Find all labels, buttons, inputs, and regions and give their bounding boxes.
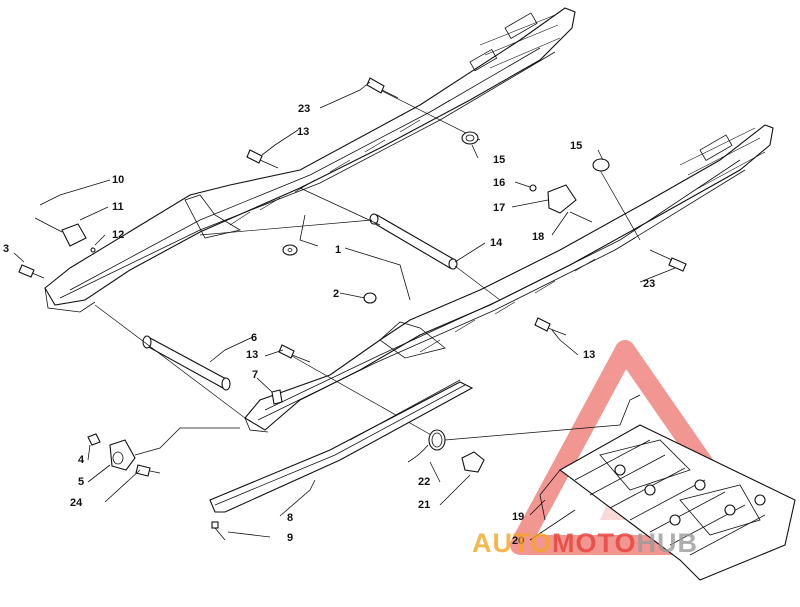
svg-text:AUTOMOTOHUB: AUTOMOTOHUB <box>472 528 698 558</box>
callout-13-upper: 13 <box>297 126 309 138</box>
callout-1: 1 <box>335 244 341 256</box>
callout-12: 12 <box>112 229 124 241</box>
callout-4: 4 <box>78 454 85 466</box>
callout-8: 8 <box>287 512 293 524</box>
watermark-hub: HUB <box>637 528 699 558</box>
cross-shaft-14 <box>369 213 458 270</box>
watermark-auto: AUTO <box>472 528 552 558</box>
nut-16 <box>529 184 537 192</box>
bushing-15-right <box>592 158 610 172</box>
callout-15-top: 15 <box>493 154 505 166</box>
washer-2 <box>282 244 298 256</box>
nut-4 <box>87 433 101 446</box>
assembly-lines <box>94 89 641 441</box>
bolt-23-right <box>649 249 687 272</box>
callout-9: 9 <box>287 532 293 544</box>
callout-13-mid: 13 <box>583 349 595 361</box>
torsion-spring-22 <box>407 394 641 463</box>
bumper-11 <box>34 217 96 253</box>
callout-22: 22 <box>418 476 430 488</box>
bolt-24 <box>135 464 161 477</box>
callout-10: 10 <box>112 174 124 186</box>
callout-19: 19 <box>512 511 524 523</box>
track-20 <box>539 424 796 581</box>
upper-rail <box>44 7 576 313</box>
bolt-23-top <box>366 77 399 99</box>
bolt-13-mid <box>534 317 567 336</box>
bushing-2 <box>363 292 377 304</box>
bushing-15-top <box>461 131 479 145</box>
cross-shaft-6 <box>142 335 231 391</box>
screw-18 <box>569 211 593 223</box>
callout-11: 11 <box>112 201 124 213</box>
watermark-text: AUTOMOTOHUB <box>472 528 698 558</box>
wheel-5 <box>109 439 136 471</box>
screw-9 <box>211 521 226 541</box>
bushing-21 <box>461 451 485 473</box>
callout-15-right: 15 <box>570 140 582 152</box>
callout-23-top: 23 <box>298 103 310 115</box>
watermark-moto: MOTO <box>552 528 637 558</box>
bumper-17 <box>547 184 577 214</box>
callout-21: 21 <box>418 499 430 511</box>
callout-2: 2 <box>333 288 339 300</box>
callout-3: 3 <box>3 243 9 255</box>
callout-23-right: 23 <box>643 278 655 290</box>
callout-20: 20 <box>512 535 524 547</box>
callout-17: 17 <box>493 202 505 214</box>
callout-numbers: 1 2 3 4 5 6 7 8 9 10 11 12 13 13 13 14 1… <box>3 103 655 547</box>
grease-fitting-7 <box>271 389 283 405</box>
callout-6: 6 <box>251 332 257 344</box>
callout-14: 14 <box>490 237 503 249</box>
leader-lines <box>13 81 676 541</box>
bolt-3 <box>18 264 45 279</box>
callout-7: 7 <box>252 369 258 381</box>
bolt-13-upper <box>246 149 279 169</box>
bolt-13-lower <box>278 344 311 363</box>
callout-18: 18 <box>532 231 544 243</box>
slide-rail-8 <box>209 379 474 513</box>
callout-16: 16 <box>493 177 505 189</box>
callout-5: 5 <box>78 476 84 488</box>
callout-24: 24 <box>70 497 83 509</box>
callout-13-lower: 13 <box>246 349 258 361</box>
